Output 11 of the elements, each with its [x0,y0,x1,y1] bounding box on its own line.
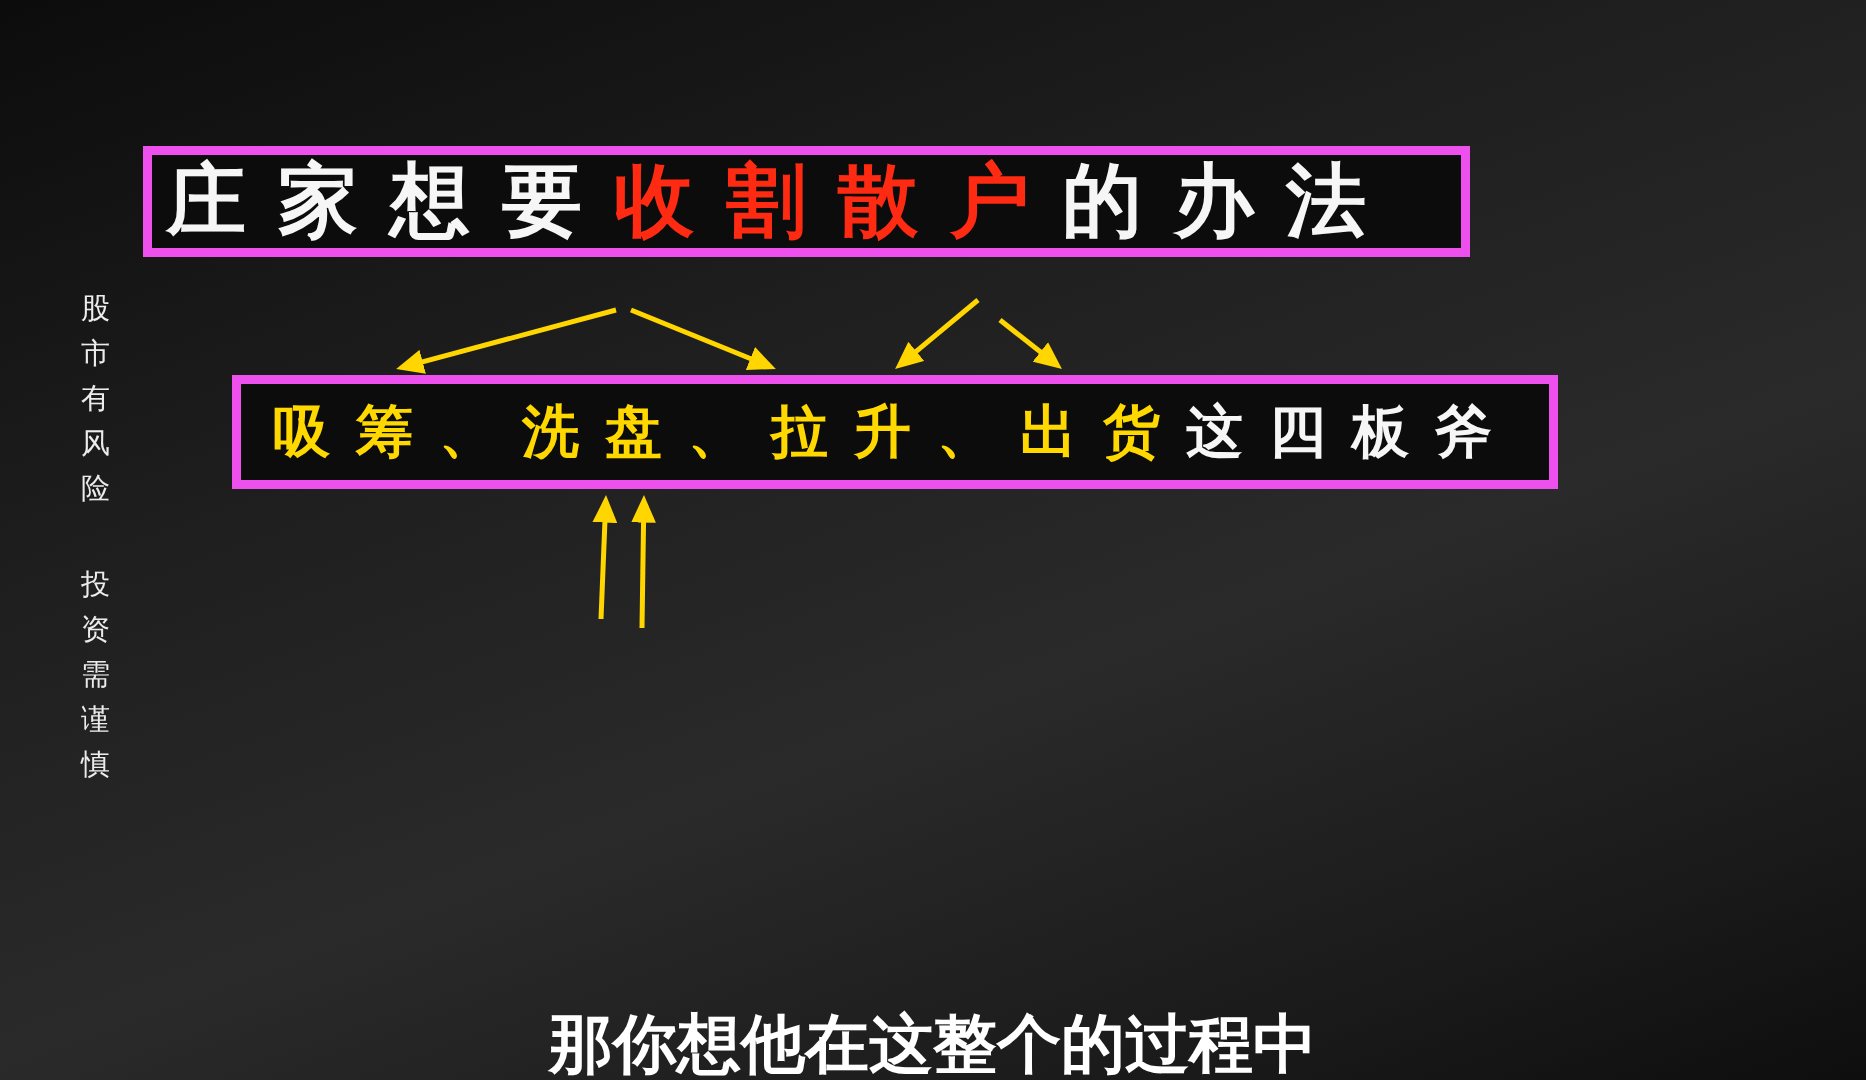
arrow [895,298,980,369]
subtitle: 那你想他在这整个的过程中 [549,1012,1317,1076]
vertical-note: 投资需谨慎 [80,566,110,783]
arrow [630,307,776,371]
vertical-note: 股市有风险 [80,290,110,507]
title-box: 庄家想要收割散户的办法 [143,146,1470,257]
arrow [631,495,656,629]
arrow [396,307,617,374]
arrow [592,495,618,620]
banner-box: 吸筹、洗盘、拉升、出货这四板斧 [232,375,1558,489]
arrow [998,318,1062,369]
